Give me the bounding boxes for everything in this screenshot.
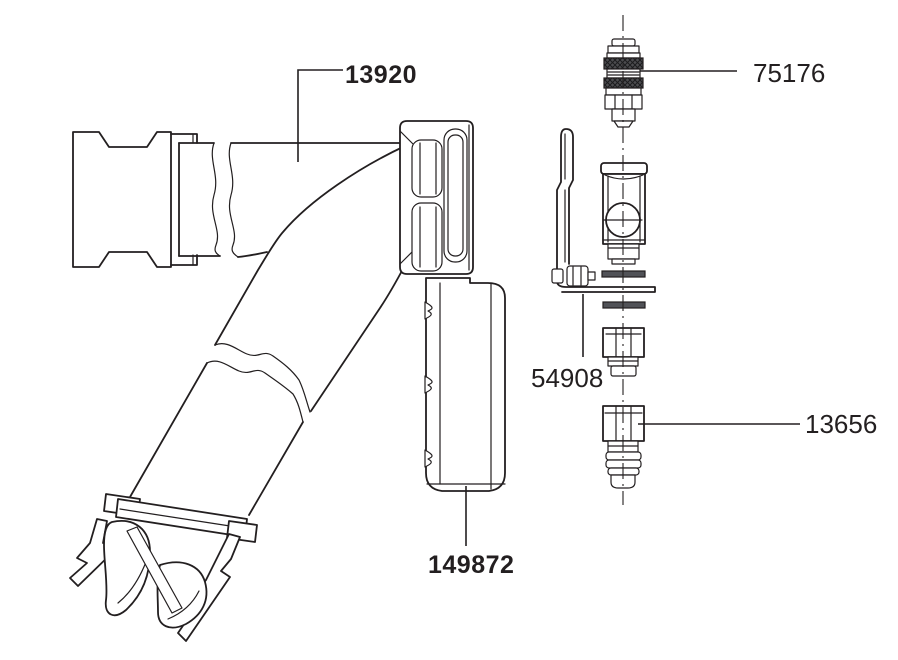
tube-bend-inner-curve (214, 145, 406, 346)
valve-body (600, 162, 648, 265)
clip-nut-facets (572, 266, 582, 286)
part-grip-handle-149872 (424, 277, 506, 492)
spool-body (72, 131, 172, 268)
fork-cap-inner-line (119, 508, 244, 529)
washer-bar-2 (602, 301, 646, 309)
part-label-75176: 75176 (753, 58, 825, 88)
bracket-slot-inner (447, 134, 464, 257)
hex-fitting-facets (615, 327, 632, 358)
coupler-thread-taper (613, 120, 634, 128)
grip-finger-notch-1 (424, 301, 433, 320)
tube-lower-right-edge (248, 421, 304, 516)
part-label-13656: 13656 (805, 409, 877, 439)
tube-lower-left-edge (129, 362, 208, 498)
bracket-lower-tab-lines (419, 206, 437, 268)
grip-outline (425, 277, 506, 492)
coupler-knurl-band-1 (603, 57, 644, 70)
clip-nut (566, 265, 589, 287)
clamp-fork-end (69, 493, 258, 642)
spool-flange (170, 133, 198, 266)
tube-break-wave-2 (228, 142, 239, 258)
fork-right-jaw-detail (167, 590, 200, 620)
barb-tip (610, 474, 636, 489)
bracket-top-left-notch (399, 130, 416, 147)
leader-13920 (297, 69, 343, 162)
fork-center-slot (126, 526, 183, 614)
barb-hex-facets (615, 405, 632, 442)
grip-finger-notch-2 (424, 375, 433, 394)
valve-housing-inner-edges (607, 175, 641, 243)
tube-break-wave-3 (214, 343, 311, 413)
bracket-upper-tab-lines (419, 142, 437, 195)
valve-top-cap (600, 162, 648, 175)
tube-bend-outer-curve (310, 266, 405, 412)
bracket-upper-tab (411, 139, 443, 198)
coupler-hex-facets (614, 94, 633, 110)
fork-right-jaw (156, 561, 208, 629)
part-label-13920: 13920 (345, 61, 417, 89)
tube-break-wave-4 (206, 360, 304, 423)
part-label-149872: 149872 (428, 551, 514, 579)
clip-bolt-tip (587, 271, 596, 281)
bracket-slot-outer (443, 128, 468, 263)
clip-strip-outline (556, 128, 656, 293)
grip-finger-notch-3 (424, 449, 433, 468)
clip-bolt-head (551, 268, 564, 284)
hex-fitting-stub (610, 365, 637, 377)
coupler-spool (72, 131, 198, 268)
callouts: 13920 75176 54908 13656 149872 (297, 58, 877, 579)
part-clip-bracket-54908 (551, 128, 656, 293)
tube-break-wave-1 (211, 142, 221, 257)
tube-bottom-edge (178, 251, 268, 258)
part-label-54908: 54908 (531, 363, 603, 393)
bracket-lower-tab (411, 202, 443, 272)
fork-left-jaw-detail (117, 561, 147, 604)
tube-mount-bracket (399, 120, 474, 275)
